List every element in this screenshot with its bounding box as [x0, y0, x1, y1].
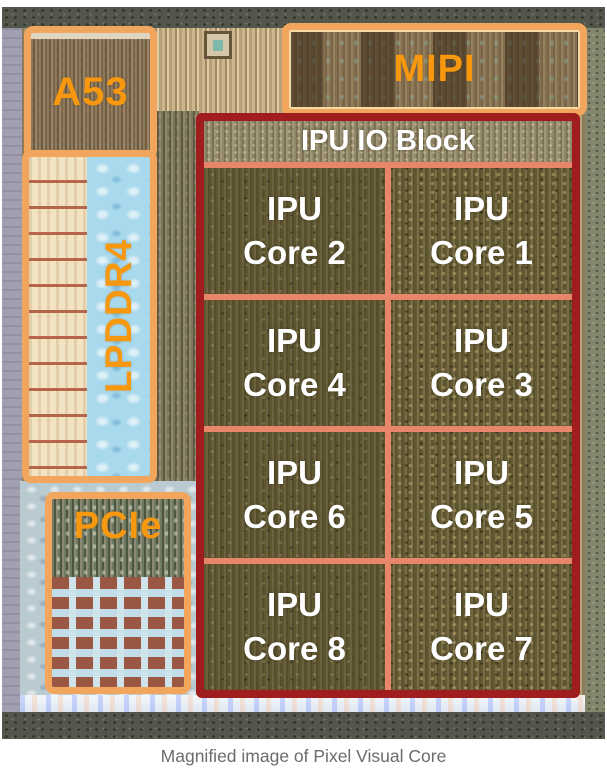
- die-edge-bottom: [2, 712, 605, 739]
- die-photo: A53 MIPI LPDDR4 PCIe IPU IO Block I: [2, 7, 605, 739]
- ipu-core-4-line2: Core 4: [243, 366, 346, 403]
- die-edge-right: [585, 28, 605, 712]
- pcie-stripe-texture: [52, 499, 184, 577]
- ipu-core-6-line2: Core 6: [243, 498, 346, 535]
- ipu-core-2-line1: IPU: [266, 190, 322, 228]
- ipu-core-5: IPU Core 5: [391, 432, 572, 558]
- pcie-grid-texture: [52, 577, 184, 687]
- ipu-io-block-label: IPU IO Block: [300, 125, 476, 157]
- a53-label: A53: [52, 70, 129, 114]
- ipu-core-2-line2: Core 2: [243, 234, 346, 271]
- ipu-core-3-line1: IPU: [453, 322, 509, 360]
- ipu-core-8-line1: IPU: [266, 586, 322, 624]
- figure-caption: Magnified image of Pixel Visual Core: [160, 746, 447, 766]
- ipu-core-1: IPU Core 1: [391, 168, 572, 294]
- pcie-label: PCIe: [73, 505, 163, 547]
- ipu-core-8: IPU Core 8: [204, 564, 385, 690]
- pcie-label-wrap: PCIe: [52, 505, 184, 548]
- ipu-core-6-line1: IPU: [266, 454, 322, 492]
- ipu-core-3-line2: Core 3: [430, 366, 533, 403]
- ipu-core-7-line2: Core 7: [430, 630, 533, 667]
- lpddr4-label-wrap: LPDDR4: [87, 157, 150, 476]
- die-edge-left: [2, 28, 22, 712]
- bond-pad-stripe: [20, 695, 585, 712]
- mipi-label: MIPI: [393, 48, 476, 90]
- lpddr4-label: LPDDR4: [97, 239, 139, 394]
- mipi-region: MIPI: [282, 23, 587, 116]
- ipu-core-3: IPU Core 3: [391, 300, 572, 426]
- ipu-core-2: IPU Core 2: [204, 168, 385, 294]
- lpddr4-region: LPDDR4: [22, 150, 157, 483]
- a53-region: A53: [24, 26, 157, 159]
- ipu-io-block: IPU IO Block: [204, 121, 572, 162]
- ipu-core-1-line2: Core 1: [430, 234, 533, 271]
- ipu-core-1-line1: IPU: [453, 190, 509, 228]
- ipu-core-5-line1: IPU: [453, 454, 509, 492]
- ipu-core-8-line2: Core 8: [243, 630, 346, 667]
- die-feature-square: [204, 31, 232, 59]
- ipu-core-7: IPU Core 7: [391, 564, 572, 690]
- ipu-block: IPU IO Block IPU Core 2 IPU Core 1 IPU C…: [196, 113, 580, 698]
- lpddr4-pad-column: [29, 157, 87, 476]
- die-edge-top: [2, 7, 605, 28]
- ipu-core-7-line1: IPU: [453, 586, 509, 624]
- ipu-core-6: IPU Core 6: [204, 432, 385, 558]
- lpddr4-array-texture: [87, 157, 150, 476]
- ipu-core-5-line2: Core 5: [430, 498, 533, 535]
- ipu-core-4-line1: IPU: [266, 322, 322, 360]
- pcie-region: PCIe: [45, 492, 191, 694]
- ipu-core-4: IPU Core 4: [204, 300, 385, 426]
